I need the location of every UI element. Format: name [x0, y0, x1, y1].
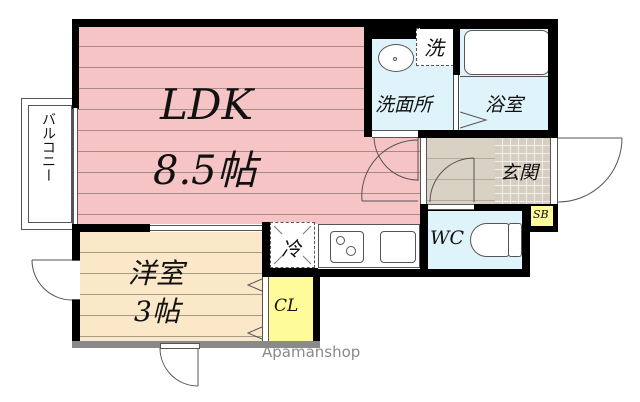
bath-door-icon — [459, 111, 488, 129]
wc-door-opening — [428, 204, 474, 210]
washer-space — [416, 28, 454, 66]
closet-door — [262, 277, 269, 341]
window-south — [160, 343, 200, 349]
balcony-label: バルコニー — [40, 112, 56, 182]
wall — [72, 224, 80, 262]
window-swing-icon — [31, 259, 73, 301]
wall — [262, 268, 318, 277]
wall — [313, 277, 320, 343]
hall-opening — [420, 138, 427, 206]
wall — [364, 19, 372, 137]
sliding-door — [150, 225, 262, 231]
closet-door-icon — [246, 278, 263, 340]
wall — [420, 204, 530, 212]
western-room-size: 3帖 — [134, 295, 180, 328]
balcony-inner — [28, 105, 72, 223]
door-swing-icon — [361, 136, 419, 202]
room-entrance — [495, 138, 550, 204]
washroom-door-opening — [372, 130, 418, 138]
window-swing-icon — [159, 347, 199, 387]
room-western — [79, 232, 262, 341]
sink-icon — [380, 231, 416, 263]
bathtub-line — [460, 76, 550, 77]
window-west — [72, 260, 80, 300]
entrance-door-opening — [550, 138, 558, 204]
wall — [72, 300, 80, 343]
watermark: Apamanshop — [262, 343, 361, 361]
wall — [453, 27, 460, 75]
room-closet — [269, 277, 313, 341]
western-room-name: 洋室 — [128, 257, 185, 290]
wall — [548, 19, 558, 139]
wall — [72, 19, 79, 109]
door-swing-icon — [429, 157, 475, 203]
washroom-label: 洗面所 — [375, 94, 433, 116]
wall — [72, 224, 150, 232]
bathtub-icon — [464, 30, 550, 75]
bathroom-label: 浴室 — [485, 94, 524, 116]
wc-label: WC — [430, 227, 465, 249]
burner-icon — [336, 236, 345, 245]
wall — [420, 19, 558, 29]
washroom-divider — [453, 75, 459, 130]
wall — [418, 130, 558, 138]
toilet-bowl-icon — [470, 223, 510, 257]
fridge-label: 冷 — [281, 237, 301, 261]
burner-icon — [346, 246, 356, 256]
fridge-cross-icon — [273, 225, 312, 265]
wall — [522, 211, 530, 276]
window-balcony — [73, 108, 78, 226]
ldk-size: 8.5帖 — [153, 148, 257, 194]
closet-label: CL — [274, 296, 299, 316]
wall — [372, 27, 422, 39]
wall — [318, 269, 530, 277]
shoe-box — [531, 206, 553, 226]
shoe-box-label: SB — [533, 208, 549, 221]
front-door-icon — [557, 137, 623, 203]
wall — [72, 19, 442, 27]
washer-label: 洗 — [424, 36, 444, 60]
drain-icon — [393, 57, 397, 61]
room-hall — [427, 138, 495, 204]
wall — [262, 222, 270, 278]
wall — [420, 204, 428, 276]
entrance-label: 玄関 — [500, 162, 539, 184]
ldk-name: LDK — [160, 80, 253, 129]
toilet-tank-icon — [508, 223, 522, 257]
